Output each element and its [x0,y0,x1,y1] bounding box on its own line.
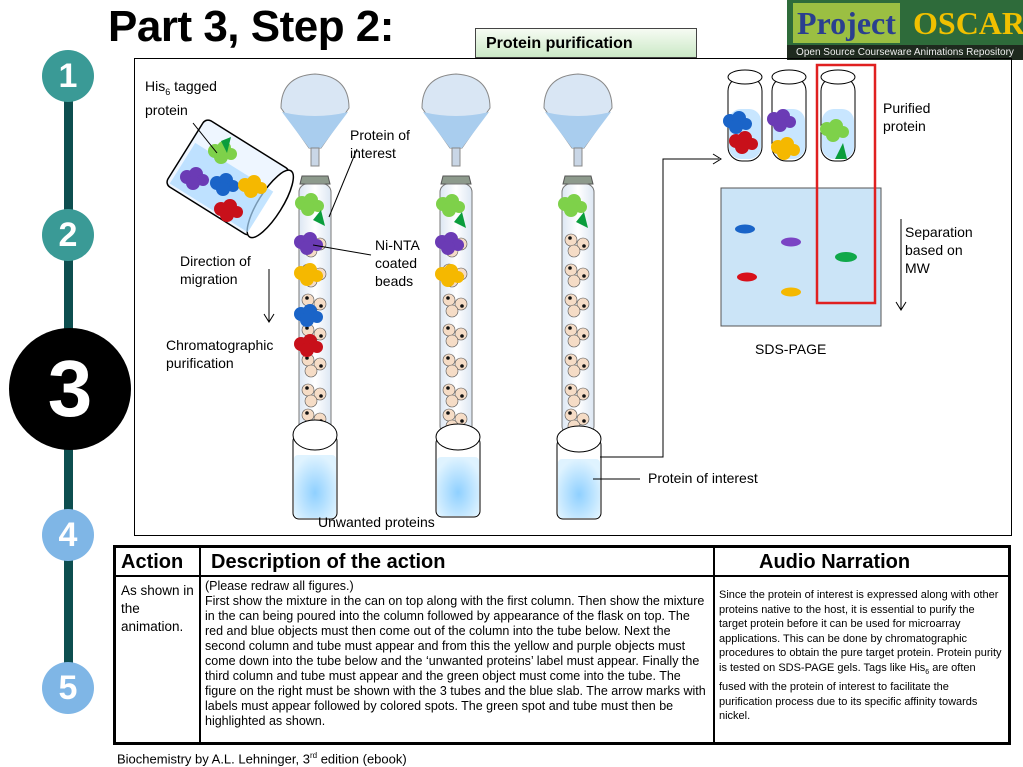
collection-tube-1 [292,419,338,520]
band-green [835,252,857,262]
step-1-number: 1 [58,57,78,95]
table-cell-description: (Please redraw all figures.) First show … [205,579,709,729]
description-note: (Please redraw all figures.) [205,579,354,593]
column-1 [281,74,349,457]
action-table: Action Description of the action Audio N… [113,545,1011,745]
page-title: Part 3, Step 2: [108,2,394,51]
table-cell-narration: Since the protein of interest is express… [719,589,1002,723]
protein-of-interest-tube-label: Protein of interest [648,470,758,486]
table-col-divider-1 [199,548,201,742]
band-blue [735,224,755,234]
step-5-number: 5 [58,669,78,707]
band-red [737,272,757,282]
footer-citation: Biochemistry by A.L. Lehninger, 3rd edit… [117,751,407,767]
logo-word-project: Project [793,3,900,43]
table-cell-action: As shown in the animation. [121,583,194,634]
purified-highlight-box [815,63,877,305]
collection-tube-3 [556,425,602,520]
band-purple [781,237,801,247]
table-header-divider [116,575,1008,577]
table-col-divider-2 [713,548,715,742]
table-header-narration: Audio Narration [759,551,911,573]
unwanted-proteins-label: Unwanted proteins [318,514,435,530]
step-3-button[interactable]: 3 [9,328,131,450]
column-3 [544,74,612,457]
band-yellow [781,287,801,297]
step-4-button[interactable]: 4 [42,509,94,561]
table-header-description: Description of the action [211,551,446,573]
step-2-number: 2 [58,216,78,254]
logo-word-oscar: OSCAR [913,5,1023,41]
step-1-button[interactable]: 1 [42,50,94,102]
step-5-button[interactable]: 5 [42,662,94,714]
section-label: Protein purification [475,28,697,58]
sds-page-label: SDS-PAGE [755,341,827,357]
project-oscar-logo[interactable]: Project OSCAR Open Source Courseware Ani… [787,0,1023,60]
collection-tube-2 [435,423,481,518]
table-header-action: Action [121,551,184,573]
logo-subtitle: Open Source Courseware Animations Reposi… [787,45,1023,60]
step-3-number: 3 [47,344,93,433]
description-text: First show the mixture in the can on top… [205,594,706,728]
diagram-graphics [166,63,907,520]
step-2-button[interactable]: 2 [42,209,94,261]
column-2 [422,74,490,457]
small-tube-3 [820,69,856,162]
step-4-number: 4 [58,516,78,554]
